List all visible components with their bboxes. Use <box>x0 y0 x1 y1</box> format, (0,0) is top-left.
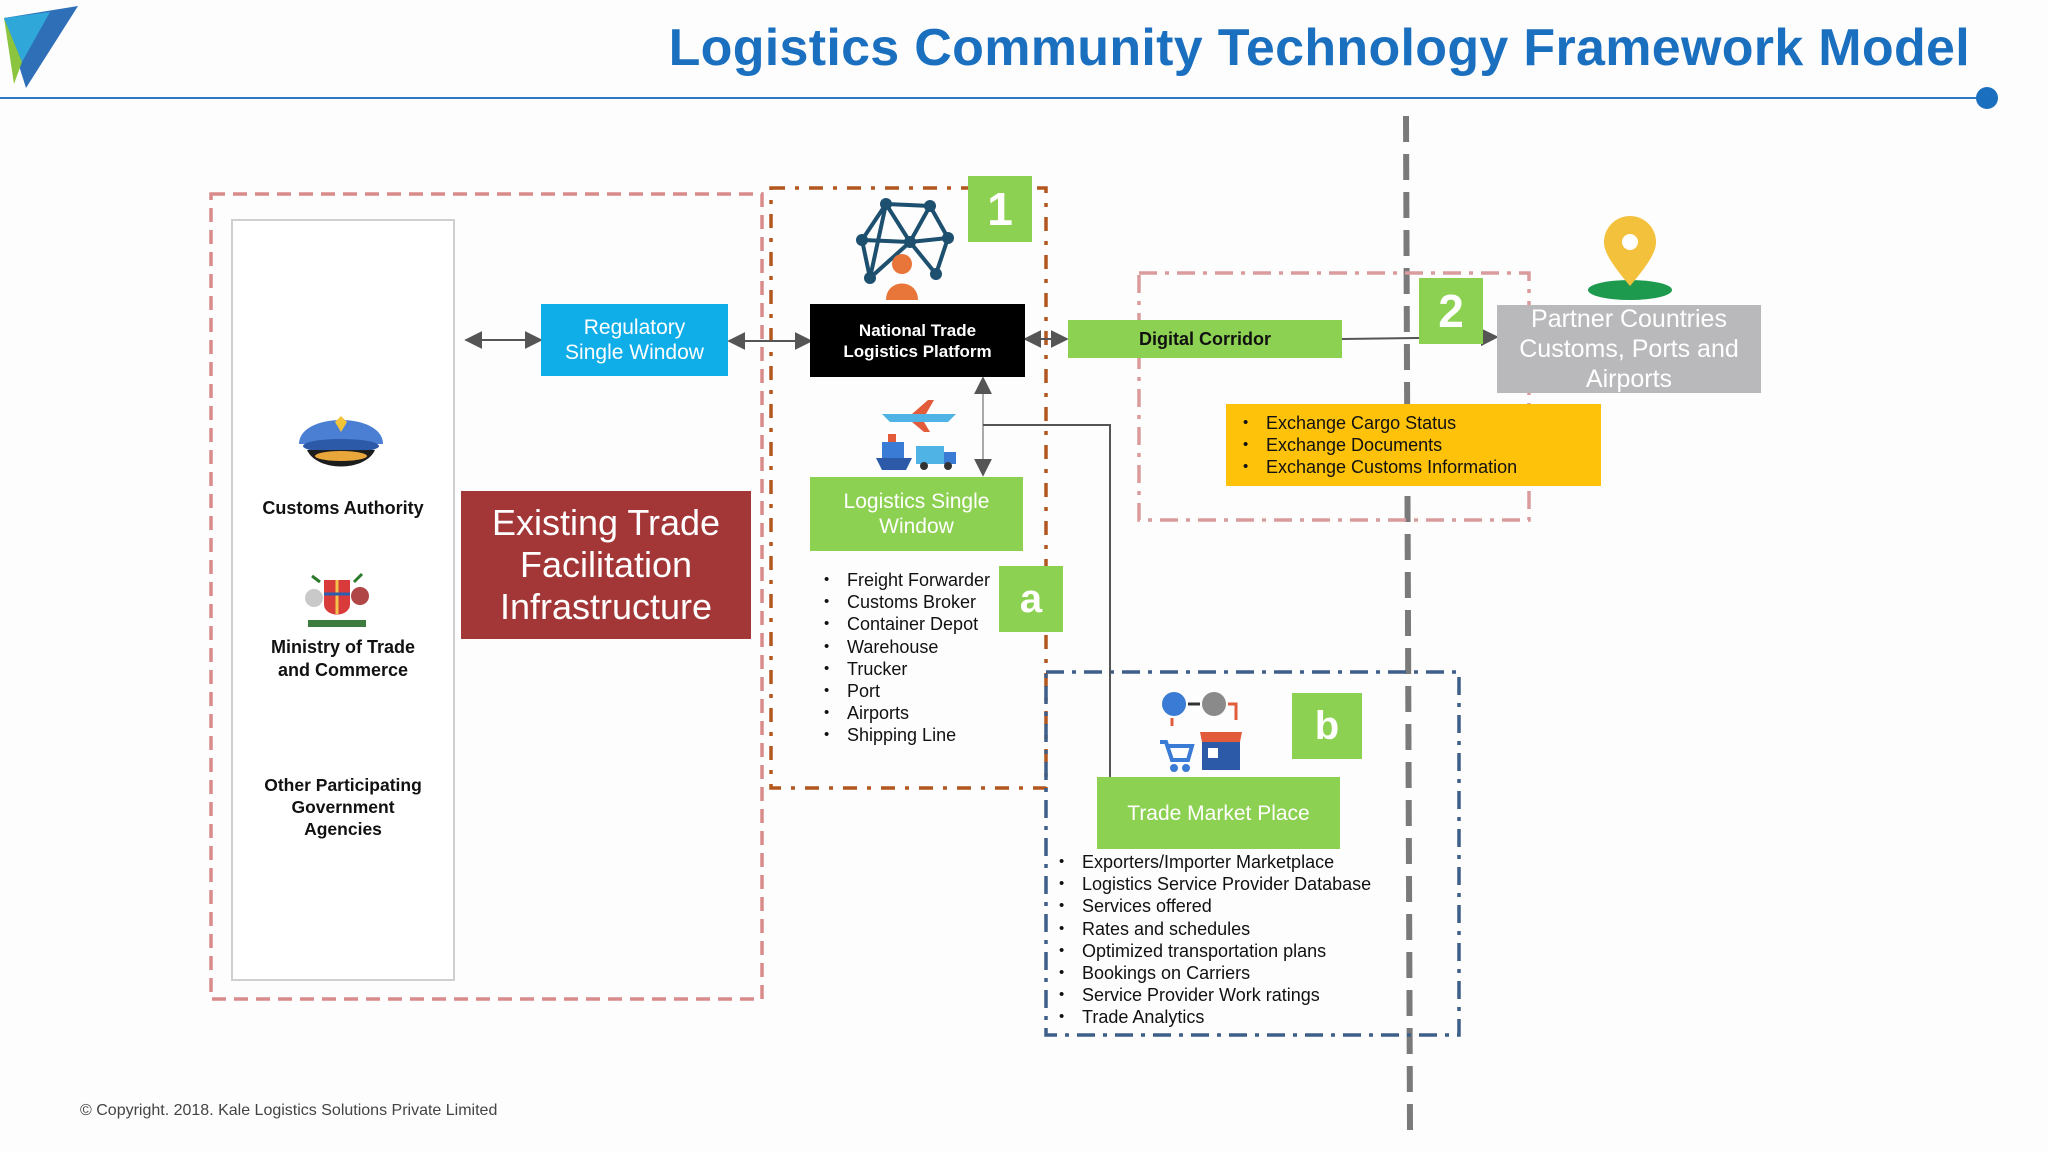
partner-line1: Partner Countries <box>1531 305 1727 333</box>
badge-a: a <box>999 566 1063 632</box>
lsw-line1: Logistics Single <box>843 490 990 513</box>
marketplace-features-list: Exporters/Importer Marketplace Logistics… <box>1056 851 1371 1029</box>
transport-modes-icon <box>876 400 956 470</box>
lsw-line2: Window <box>879 515 954 538</box>
coat-of-arms-icon <box>305 572 369 627</box>
list-item: Container Depot <box>821 613 990 635</box>
national-platform-frame <box>769 186 1048 790</box>
ntlp-line2: Logistics Platform <box>843 341 992 361</box>
boundary-divider <box>1403 115 1413 1131</box>
digital-corridor-box: Digital Corridor <box>1068 320 1342 358</box>
list-item: Rates and schedules <box>1056 918 1371 940</box>
badge-b: b <box>1292 693 1362 759</box>
ntlp-line1: National Trade <box>858 320 977 340</box>
existing-line2: Facilitation <box>519 544 693 585</box>
list-item: Airports <box>821 702 990 724</box>
regulatory-line2: Single Window <box>565 341 704 364</box>
list-item: Exchange Cargo Status <box>1240 412 1517 434</box>
other-agencies-line1: Other Participating <box>264 775 422 795</box>
list-item: Customs Broker <box>821 591 990 613</box>
existing-infrastructure-frame <box>209 192 764 1001</box>
ministry-label-line1: Ministry of Trade <box>270 637 416 657</box>
copyright-notice: © Copyright. 2018. Kale Logistics Soluti… <box>80 1102 498 1119</box>
list-item: Exporters/Importer Marketplace <box>1056 851 1371 873</box>
other-agencies-line2: Government <box>291 797 395 817</box>
existing-line1: Existing Trade <box>491 502 721 543</box>
regulatory-single-window-box: Regulatory Single Window <box>541 304 728 376</box>
exchange-info-box: Exchange Cargo Status Exchange Documents… <box>1226 404 1601 486</box>
police-cap-icon <box>299 416 383 467</box>
page-title: Logistics Community Technology Framework… <box>668 19 1970 77</box>
list-item: Exchange Customs Information <box>1240 456 1517 478</box>
badge-1: 1 <box>968 176 1032 242</box>
list-item: Logistics Service Provider Database <box>1056 873 1371 895</box>
network-person-icon <box>856 198 954 300</box>
badge-2: 2 <box>1419 278 1483 344</box>
list-item: Exchange Documents <box>1240 434 1517 456</box>
list-item: Services offered <box>1056 895 1371 917</box>
partner-line3: Airports <box>1585 365 1673 393</box>
logistics-stakeholders-list: Freight Forwarder Customs Broker Contain… <box>821 569 990 747</box>
title-divider <box>0 97 1990 99</box>
partner-line2: Customs, Ports and <box>1519 335 1739 363</box>
regulatory-line1: Regulatory <box>583 316 686 339</box>
customs-authority-label: Customs Authority <box>262 498 424 518</box>
list-item: Trade Analytics <box>1056 1006 1371 1028</box>
title-divider-dot <box>1976 87 1998 109</box>
brand-logo-icon <box>4 6 78 88</box>
list-item: Shipping Line <box>821 724 990 746</box>
marketplace-icon <box>1160 692 1242 772</box>
list-item: Service Provider Work ratings <box>1056 984 1371 1006</box>
marketplace-frame <box>1044 670 1461 1037</box>
existing-line3: Infrastructure <box>499 586 713 627</box>
list-item: Optimized transportation plans <box>1056 940 1371 962</box>
list-item: Trucker <box>821 658 990 680</box>
list-item: Port <box>821 680 990 702</box>
list-item: Bookings on Carriers <box>1056 962 1371 984</box>
list-item: Freight Forwarder <box>821 569 990 591</box>
national-trade-logistics-platform-box: National Trade Logistics Platform <box>810 304 1025 377</box>
list-item: Warehouse <box>821 636 990 658</box>
partner-countries-box: Partner Countries Customs, Ports and Air… <box>1497 305 1761 393</box>
trade-market-place-box: Trade Market Place <box>1097 777 1340 849</box>
existing-trade-infrastructure-box: Existing Trade Facilitation Infrastructu… <box>461 491 751 639</box>
digital-corridor-frame <box>1137 271 1531 522</box>
ministry-label-line2: and Commerce <box>277 660 409 680</box>
location-pin-icon <box>1588 216 1672 300</box>
logistics-single-window-box: Logistics Single Window <box>810 477 1023 551</box>
other-agencies-line3: Agencies <box>304 819 382 839</box>
